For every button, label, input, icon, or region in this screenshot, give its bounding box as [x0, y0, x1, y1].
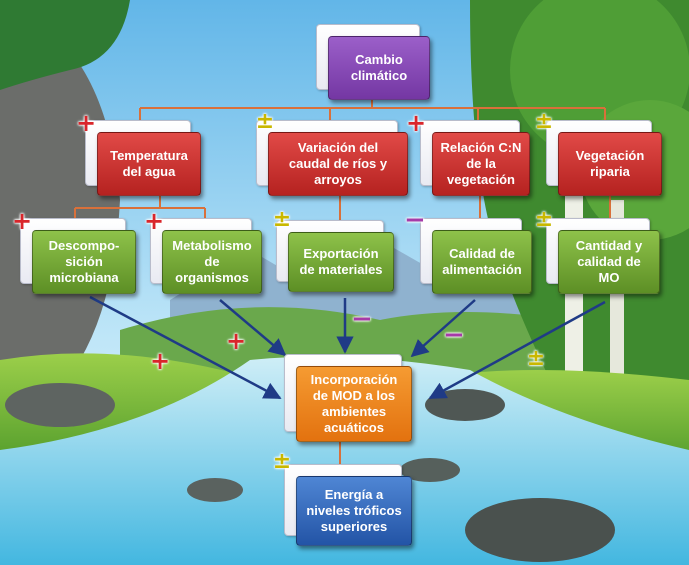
sign-minus: − [351, 304, 373, 334]
left-cliff-grass [0, 0, 130, 90]
node-label: Temperatura del agua [110, 148, 188, 179]
sign-plus-minus: ± [255, 109, 275, 134]
sign-plus: + [406, 109, 427, 137]
node-exportacion: Exportación de materiales [276, 220, 394, 292]
sign-plus: + [226, 327, 247, 355]
sign-minus: − [404, 205, 426, 235]
node-relacion-cn: Relación C:N de la vegetación [420, 120, 530, 196]
node-label: Descompo- sición microbiana [48, 238, 120, 285]
node-descomposicion: Descompo- sición microbiana [20, 218, 136, 294]
node-cantidad-calidad-mo: Cantidad y calidad de MO [546, 218, 660, 294]
sign-plus-minus: ± [534, 109, 554, 134]
node-energia-niveles: Energía a niveles tróficos superiores [284, 464, 412, 546]
sign-plus-minus: ± [272, 449, 292, 474]
node-calidad-alimentacion: Calidad de alimentación [420, 218, 532, 294]
node-temperatura-agua: Temperatura del agua [85, 120, 201, 196]
node-incorporacion-mod: Incorporación de MOD a los ambientes acu… [284, 354, 412, 442]
node-label: Vegetación riparia [575, 148, 645, 179]
node-metabolismo: Metabolismo de organismos [150, 218, 262, 294]
sign-minus: − [443, 320, 465, 350]
river-rock [465, 498, 615, 562]
node-cambio-climatico: Cambio climático [316, 24, 430, 100]
sign-plus-minus: ± [526, 346, 546, 371]
river-rock [425, 389, 505, 421]
sign-plus: + [76, 109, 97, 137]
node-label: Energía a niveles tróficos superiores [306, 487, 402, 534]
sign-plus-minus: ± [272, 207, 292, 232]
node-label: Incorporación de MOD a los ambientes acu… [310, 372, 398, 435]
node-label: Exportación de materiales [299, 246, 383, 277]
node-label: Calidad de alimentación [442, 246, 522, 277]
node-label: Relación C:N de la vegetación [440, 140, 522, 187]
river-rock [187, 478, 243, 502]
node-vegetacion-riparia: Vegetación riparia [546, 120, 662, 196]
sign-plus: + [150, 347, 171, 375]
sign-plus: + [12, 207, 33, 235]
sign-plus: + [144, 207, 165, 235]
river-rock [400, 458, 460, 482]
node-label: Variación del caudal de ríos y arroyos [288, 140, 388, 187]
node-variacion-caudal: Variación del caudal de ríos y arroyos [256, 120, 408, 196]
node-label: Cantidad y calidad de MO [575, 238, 643, 285]
node-label: Cambio climático [350, 52, 408, 83]
node-label: Metabolismo de organismos [172, 238, 252, 285]
river-rock [5, 383, 115, 427]
sign-plus-minus: ± [534, 207, 554, 232]
